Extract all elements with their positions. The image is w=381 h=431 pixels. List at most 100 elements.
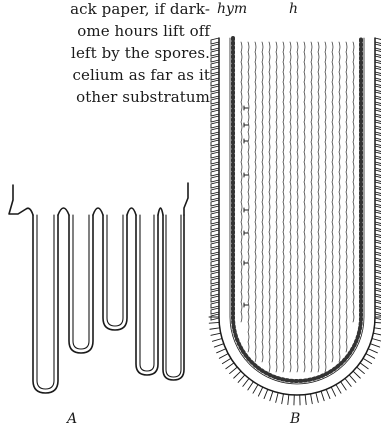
palisade-cell xyxy=(375,272,381,278)
side-mark xyxy=(244,303,248,307)
palisade-cell xyxy=(230,367,238,373)
palisade-cell xyxy=(211,302,219,308)
fold-inner xyxy=(37,215,54,389)
palisade-cell xyxy=(375,188,381,194)
trama-hypha xyxy=(311,42,312,372)
palisade-cell xyxy=(375,182,381,188)
palisade-cell xyxy=(370,344,379,347)
palisade-cell xyxy=(374,328,381,329)
palisade-cell xyxy=(375,38,381,44)
fold-inner xyxy=(140,215,154,371)
trama-hypha xyxy=(353,42,354,322)
palisade-cell xyxy=(375,80,381,86)
palisade-cell xyxy=(211,110,219,116)
palisade-cell xyxy=(363,358,371,363)
palisade-cell xyxy=(248,382,254,390)
palisade-cell xyxy=(326,389,330,398)
palisade-cell xyxy=(375,98,381,104)
palisade-cell xyxy=(211,74,219,80)
palisade-cell xyxy=(353,371,360,378)
palisade-cell xyxy=(375,152,381,158)
palisade-cell xyxy=(211,38,219,44)
label-figure-b: B xyxy=(290,412,300,426)
palisade-cell xyxy=(211,278,219,284)
palisade-cell xyxy=(375,128,381,134)
fold-outer xyxy=(136,215,158,375)
palisade-cell xyxy=(211,296,219,302)
side-mark xyxy=(244,208,248,212)
palisade-cell xyxy=(375,206,381,212)
palisade-cell xyxy=(211,206,219,212)
palisade-cell xyxy=(375,140,381,146)
trama-hypha xyxy=(339,42,340,362)
palisade-cell xyxy=(345,378,351,386)
palisade-cell xyxy=(222,358,230,363)
palisade-cell xyxy=(211,236,219,242)
palisade-cell xyxy=(375,110,381,116)
palisade-cell xyxy=(234,371,241,378)
palisade-cell xyxy=(336,385,341,394)
palisade-cell xyxy=(375,278,381,284)
fold-inner xyxy=(166,215,181,377)
palisade-cell xyxy=(211,92,219,98)
palisade-cell xyxy=(276,393,278,403)
palisade-cell xyxy=(375,308,381,314)
palisade-cell xyxy=(211,122,219,128)
figure-a-folded-hymenium xyxy=(9,183,188,393)
palisade-cell xyxy=(311,394,313,404)
palisade-cell xyxy=(375,236,381,242)
label-hym: hym xyxy=(217,2,247,16)
palisade-cell xyxy=(375,224,381,230)
palisade-cell xyxy=(211,176,219,182)
palisade-cell xyxy=(211,260,219,266)
fold-inner xyxy=(73,215,89,349)
palisade-cell xyxy=(375,254,381,260)
palisade-cell xyxy=(211,182,219,188)
palisade-cell xyxy=(211,116,219,122)
side-mark xyxy=(244,123,248,127)
palisade-cell xyxy=(219,354,228,359)
palisade-cell xyxy=(264,389,268,398)
palisade-cell xyxy=(282,394,284,404)
fold-top xyxy=(58,208,69,215)
palisade-cell xyxy=(375,74,381,80)
trama-hypha xyxy=(318,42,319,372)
palisade-cell xyxy=(331,387,335,396)
palisade-cell xyxy=(211,68,219,74)
trama-hypha xyxy=(332,42,333,362)
palisade-cell xyxy=(375,290,381,296)
palisade-cell xyxy=(211,218,219,224)
side-mark xyxy=(244,261,248,265)
palisade-cell xyxy=(375,44,381,50)
palisade-cell xyxy=(211,158,219,164)
trama-hypha xyxy=(248,42,249,352)
palisade-cell xyxy=(211,104,219,110)
palisade-cell xyxy=(375,200,381,206)
palisade-cell xyxy=(375,50,381,56)
palisade-cell xyxy=(375,170,381,176)
palisade-cell xyxy=(375,322,381,323)
palisade-cell xyxy=(211,200,219,206)
palisade-cell xyxy=(211,140,219,146)
palisade-cell xyxy=(211,98,219,104)
palisade-cell xyxy=(211,44,219,50)
palisade-cell xyxy=(375,146,381,152)
palisade-cell xyxy=(211,308,219,314)
fold-top xyxy=(93,208,103,215)
trama-hypha xyxy=(262,42,263,362)
side-marks xyxy=(244,106,248,307)
palisade-cell xyxy=(209,322,219,323)
palisade-cell xyxy=(214,344,223,347)
label-figure-a: A xyxy=(67,412,77,426)
trama-hypha xyxy=(255,42,256,362)
palisade-cell xyxy=(211,56,219,62)
palisade-cell xyxy=(226,363,234,369)
side-mark xyxy=(244,139,248,143)
fold-inner xyxy=(107,215,123,326)
trama-hypha xyxy=(276,42,277,372)
palisade-cell xyxy=(258,387,262,396)
palisade-cell xyxy=(373,333,381,335)
palisade-cell xyxy=(341,382,347,390)
palisade-cell xyxy=(211,224,219,230)
